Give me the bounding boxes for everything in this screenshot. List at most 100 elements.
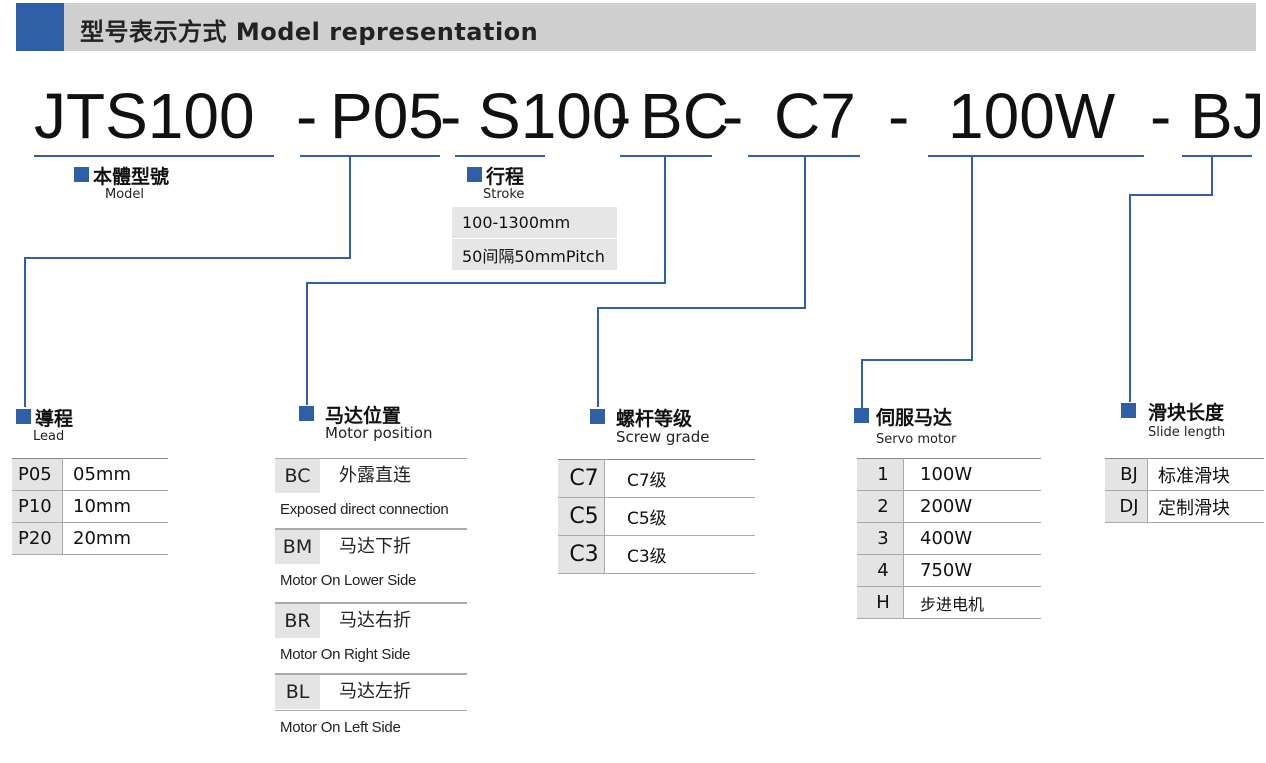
stroke-range: 100-1300mm [452,207,617,239]
slide-length-label-en: Slide length [1148,425,1226,440]
connector-lead-h [24,257,351,259]
code-motor-position: BC [640,80,729,152]
underline-screw-grade [748,155,860,157]
code-slide-length: BJ [1190,80,1265,152]
screw-grade-value: C3级 [627,547,667,567]
code-screw-grade: C7 [774,80,856,152]
motor-position-label-cn: 马达位置 [325,405,402,427]
connector-servo-motor-v1 [971,157,973,361]
table-row: P20 20mm [12,522,168,555]
table-row: 50间隔50mmPitch [452,238,617,271]
header-accent-square [16,3,64,51]
screw-grade-value: C7级 [627,471,667,491]
connector-lead-v1 [349,157,351,259]
connector-screw-grade-v2 [597,307,599,407]
slide-length-code: DJ [1105,490,1148,523]
screw-grade-table: C7 C7级 C5 C5级 C3 C3级 [558,459,755,574]
list-item: BC 外露直连 [275,458,467,493]
servo-motor-value: 100W [920,464,973,485]
header-bar [16,3,1256,51]
motor-position-code: BL [275,675,320,709]
connector-lead-v2 [24,257,26,407]
motor-position-marker [299,406,314,421]
list-item: BL 马达左折 [275,674,467,709]
lead-code: P20 [12,522,63,555]
model-marker [74,167,89,182]
slide-length-value: 定制滑块 [1158,497,1230,519]
screw-grade-marker [590,409,605,424]
table-row: 3 400W [857,522,1041,555]
connector-servo-motor-v2 [861,359,863,408]
stroke-label-cn: 行程 [486,166,525,188]
table-row: P10 10mm [12,490,168,523]
servo-motor-code: 2 [857,490,904,523]
lead-value: 10mm [73,496,131,517]
motor-position-en: Motor On Left Side [280,719,401,736]
underline-motor-position [620,155,712,157]
code-dash-3: - [610,80,632,152]
connector-screw-grade-h [597,307,806,309]
divider [275,710,467,711]
screw-grade-label-cn: 螺杆等级 [616,408,693,430]
motor-position-label-en: Motor position [325,424,433,442]
lead-marker [16,409,31,424]
screw-grade-value: C5级 [627,509,667,529]
underline-slide-length [1182,155,1252,157]
code-model: JTS100 [34,80,255,152]
stroke-marker [467,167,482,182]
lead-label-en: Lead [33,429,65,444]
model-label-en: Model [105,187,145,202]
divider [275,673,467,674]
screw-grade-code: C5 [558,497,605,536]
table-row: 100-1300mm [452,207,617,239]
screw-grade-label-en: Screw grade [616,428,710,446]
table-row: C5 C5级 [558,497,755,536]
motor-position-code: BM [275,530,320,564]
model-label-cn: 本體型號 [93,166,170,188]
code-dash-2: - [440,80,462,152]
code-dash-5: - [888,80,910,152]
connector-motor-position-h [306,282,666,284]
list-item: BM 马达下折 [275,529,467,564]
servo-motor-code: 1 [857,458,904,491]
motor-position-cn: 马达右折 [339,610,411,631]
screw-grade-code: C7 [558,459,605,498]
code-servo-motor: 100W [948,80,1116,152]
servo-motor-code: 3 [857,522,904,555]
page-title: 型号表示方式 Model representation [80,18,539,46]
servo-motor-value: 400W [920,528,973,549]
connector-slide-length-v2 [1129,194,1131,402]
slide-length-value: 标准滑块 [1158,465,1230,487]
code-dash-6: - [1150,80,1172,152]
lead-value: 20mm [73,528,131,549]
servo-motor-code: 4 [857,554,904,587]
servo-motor-label-cn: 伺服马达 [876,407,953,429]
motor-position-en: Motor On Lower Side [280,572,417,589]
underline-stroke [455,155,545,157]
underline-model [34,155,274,157]
slide-length-marker [1121,403,1136,418]
stroke-label-en: Stroke [483,187,525,202]
servo-motor-value: 750W [920,560,973,581]
servo-motor-label-en: Servo motor [876,432,957,447]
lead-code: P10 [12,490,63,523]
motor-position-en: Exposed direct connection [280,501,449,518]
screw-grade-code: C3 [558,535,605,574]
list-item: BR 马达右折 [275,603,467,638]
underline-servo-motor [928,155,1144,157]
stroke-pitch: 50间隔50mmPitch [452,238,617,271]
stroke-table: 100-1300mm 50间隔50mmPitch [452,207,617,271]
divider [275,602,467,603]
motor-position-cn: 外露直连 [339,465,411,486]
code-stroke: S100 [478,80,628,152]
lead-label-cn: 導程 [35,408,74,430]
table-row: 4 750W [857,554,1041,587]
motor-position-code: BR [275,604,320,638]
code-dash-4: - [722,80,744,152]
slide-length-label-cn: 滑块长度 [1148,402,1225,424]
